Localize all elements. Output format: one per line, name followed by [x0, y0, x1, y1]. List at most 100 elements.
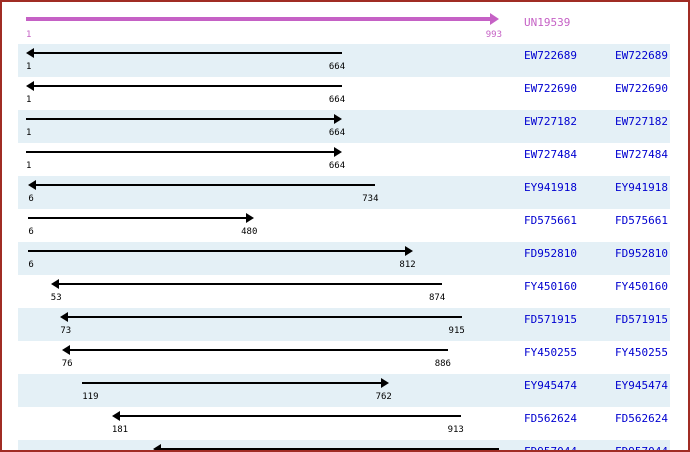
hsp-end-coordinate: 874: [428, 293, 446, 303]
hit-accession-link-primary[interactable]: FY450160: [524, 280, 577, 293]
hit-row: 6 480 FD575661 FD575661: [2, 209, 688, 242]
hsp-arrowhead-left-icon: [50, 279, 59, 289]
query-arrowhead-icon: [490, 13, 499, 25]
hit-accession-link-secondary[interactable]: EW727182: [615, 115, 668, 128]
hsp-start-coordinate: 1: [26, 95, 32, 105]
hsp-start-coordinate: 73: [60, 326, 72, 336]
query-bar: [26, 17, 491, 21]
hsp-bar[interactable]: [118, 415, 461, 417]
hit-row: 1 664 EW727484 EW727484: [2, 143, 688, 176]
hsp-bar[interactable]: [159, 448, 499, 450]
hit-accession-link-primary[interactable]: EW727182: [524, 115, 577, 128]
hit-row: 6 812 FD952810 FD952810: [2, 242, 688, 275]
query-track: 1 993 UN19539: [2, 8, 688, 40]
hsp-start-coordinate: 119: [82, 392, 99, 402]
hsp-arrowhead-left-icon: [28, 180, 37, 190]
hsp-arrowhead-right-icon: [246, 213, 255, 223]
hsp-bar[interactable]: [68, 349, 448, 351]
hsp-bar[interactable]: [28, 250, 406, 252]
hit-accession-link-secondary[interactable]: FD562624: [615, 412, 668, 425]
hsp-end-coordinate: 913: [447, 425, 464, 435]
hsp-start-coordinate: 53: [50, 293, 62, 303]
row-band: [18, 44, 670, 77]
hit-accession-link-primary[interactable]: FD562624: [524, 412, 577, 425]
hsp-end-coordinate: 664: [328, 161, 346, 171]
hit-row: 119 762 EY945474 EY945474: [2, 374, 688, 407]
hit-accession-link-primary[interactable]: FD952810: [524, 247, 577, 260]
row-band: [18, 374, 670, 407]
hsp-arrowhead-left-icon: [152, 444, 161, 450]
hsp-bar[interactable]: [57, 283, 443, 285]
hit-row: 1 664 EW722690 EW722690: [2, 77, 688, 110]
hsp-start-coordinate: 1: [26, 128, 32, 138]
hsp-arrowhead-left-icon: [26, 81, 34, 91]
hsp-end-coordinate: 664: [328, 95, 346, 105]
hit-accession-link-primary[interactable]: EY941918: [524, 181, 577, 194]
hit-accession-link-secondary[interactable]: FD952810: [615, 247, 668, 260]
hit-accession-link-secondary[interactable]: FY450255: [615, 346, 668, 359]
hit-rows: 1 664 EW722689 EW722689 1 664 EW722690 EW722690…: [2, 44, 688, 452]
hsp-end-coordinate: 734: [362, 194, 379, 204]
hit-accession-link-secondary[interactable]: FY450160: [615, 280, 668, 293]
hit-accession-link-secondary[interactable]: EW722690: [615, 82, 668, 95]
hit-accession-link-secondary[interactable]: FD571915: [615, 313, 668, 326]
hsp-bar[interactable]: [33, 52, 343, 54]
hit-accession-link-primary[interactable]: FD957044: [524, 445, 577, 452]
hit-accession-link-primary[interactable]: EW722690: [524, 82, 577, 95]
row-band: [18, 308, 670, 341]
hit-row: 267993FD957044FD957044: [2, 440, 688, 452]
hsp-arrowhead-left-icon: [60, 312, 69, 322]
hit-accession-link-primary[interactable]: EW727484: [524, 148, 577, 161]
hsp-end-coordinate: 664: [328, 128, 346, 138]
hsp-start-coordinate: 76: [61, 359, 73, 369]
hsp-arrowhead-left-icon: [61, 345, 70, 355]
hsp-end-coordinate: 812: [399, 260, 416, 270]
hsp-arrowhead-left-icon: [26, 48, 34, 58]
hit-accession-link-secondary[interactable]: EY941918: [615, 181, 668, 194]
hit-accession-link-secondary[interactable]: EW722689: [615, 49, 668, 62]
hit-row: 73 915 FD571915 FD571915: [2, 308, 688, 341]
hsp-arrowhead-left-icon: [111, 411, 120, 421]
row-band: [18, 440, 670, 450]
row-band: [18, 176, 670, 209]
hit-accession-link-secondary[interactable]: EY945474: [615, 379, 668, 392]
hit-accession-link-secondary[interactable]: FD957044: [615, 445, 668, 452]
hsp-end-coordinate: 886: [434, 359, 451, 369]
hsp-end-coordinate: 480: [241, 227, 258, 237]
query-start-coordinate: 1: [26, 30, 32, 40]
row-band: [18, 110, 670, 143]
hsp-arrowhead-right-icon: [404, 246, 413, 256]
hsp-start-coordinate: 6: [28, 227, 34, 237]
hsp-bar[interactable]: [28, 217, 248, 219]
hit-row: 6 734 EY941918 EY941918: [2, 176, 688, 209]
query-end-coordinate: 993: [485, 30, 502, 40]
hsp-start-coordinate: 1: [26, 62, 32, 72]
hsp-end-coordinate: 915: [448, 326, 465, 336]
hit-accession-link-primary[interactable]: FD571915: [524, 313, 577, 326]
hsp-arrowhead-right-icon: [334, 147, 343, 157]
hsp-bar[interactable]: [82, 382, 382, 384]
hsp-start-coordinate: 6: [28, 194, 34, 204]
hsp-bar[interactable]: [67, 316, 462, 318]
hit-accession-link-primary[interactable]: FY450255: [524, 346, 577, 359]
hit-row: 53 874 FY450160 FY450160: [2, 275, 688, 308]
hsp-start-coordinate: 1: [26, 161, 32, 171]
hit-row: 181 913 FD562624 FD562624: [2, 407, 688, 440]
hit-row: 76 886 FY450255 FY450255: [2, 341, 688, 374]
hsp-end-coordinate: 762: [375, 392, 392, 402]
hit-accession-link-primary[interactable]: EY945474: [524, 379, 577, 392]
hit-accession-link-primary[interactable]: EW722689: [524, 49, 577, 62]
hsp-bar[interactable]: [33, 85, 343, 87]
hsp-start-coordinate: 181: [111, 425, 129, 435]
hsp-start-coordinate: 6: [28, 260, 34, 270]
query-accession-label: UN19539: [524, 16, 571, 29]
hsp-bar[interactable]: [35, 184, 376, 186]
hsp-arrowhead-right-icon: [380, 378, 389, 388]
hit-accession-link-secondary[interactable]: EW727484: [615, 148, 668, 161]
hit-accession-link-primary[interactable]: FD575661: [524, 214, 577, 227]
hsp-bar[interactable]: [26, 118, 336, 120]
hsp-bar[interactable]: [26, 151, 336, 153]
hit-accession-link-secondary[interactable]: FD575661: [615, 214, 668, 227]
